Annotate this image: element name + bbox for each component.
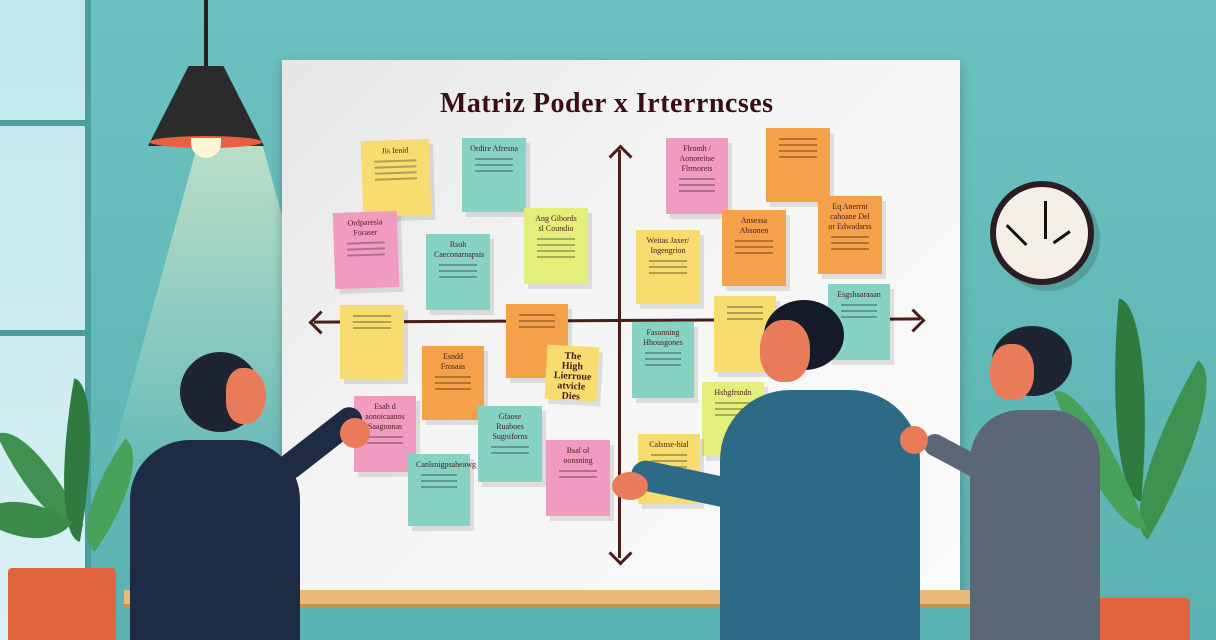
power-axis (618, 150, 621, 558)
sticky-note: Weitas Jaxer/ Ingengrion (636, 230, 700, 304)
window-frame (0, 120, 85, 126)
light-bulb-icon (191, 138, 221, 158)
wall-clock-icon (990, 181, 1094, 285)
sticky-note (766, 128, 830, 202)
sticky-note: Ang Gibords sl Coundio (524, 208, 588, 284)
window (0, 0, 91, 640)
sticky-note: Flromh / Aonoreitse Flrmorets (666, 138, 728, 214)
sticky-note: Esndd Frosaas (422, 346, 484, 420)
sticky-note: Gfaose Ruaboes Sugniforns (478, 406, 542, 482)
sticky-note: Canlsnigpsaheawg (408, 454, 476, 526)
lamp-cord (204, 0, 208, 70)
sticky-note: Esah d aonoicaanos Saagoonas (354, 396, 416, 472)
matrix-title: Matriz Poder x Irterrncses (440, 88, 774, 119)
sticky-note: Jis Ienid (360, 138, 432, 218)
window-frame (0, 330, 85, 336)
sticky-note: Ansessa Absonen (722, 210, 786, 286)
plant-pot-left (8, 568, 116, 640)
sticky-note: Bsal ol oonsning (546, 440, 610, 516)
sticky-note: Ordparesia Foraser (332, 210, 400, 290)
sticky-note: Eq Anerrnt cahoane Del or Edwadarss (818, 196, 882, 274)
sticky-note: The High Lierroue atvicle Dies (544, 344, 600, 402)
sticky-note (340, 305, 404, 379)
sticky-note: Rsoh Caeconarnapsis (426, 234, 490, 310)
sticky-note: Fasanning Hhousgones (632, 322, 694, 398)
sticky-note: Ordire Afresna (462, 138, 526, 212)
plant-pot-right (1082, 598, 1190, 640)
